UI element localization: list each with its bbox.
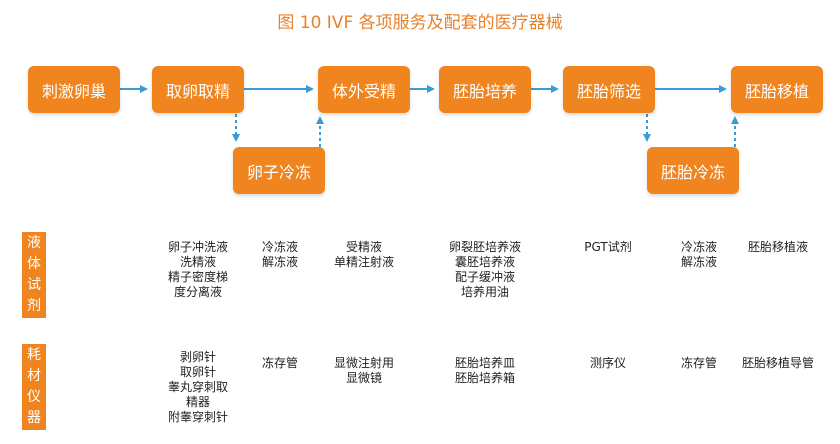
step-embryo-culture: 胚胎培养 [439,66,531,113]
step-embryo-transfer: 胚胎移植 [731,66,823,113]
liquid-cell-retrieval: 卵子冲洗液洗精液精子密度梯度分离液 [167,240,228,299]
step-stimulate-ovary: 刺激卵巢 [28,66,120,113]
step-in-vitro-fertilization: 体外受精 [318,66,410,113]
consumable-cell-egg-freezing: 冻存管 [261,356,298,370]
figure-title: 图 10 IVF 各项服务及配套的医疗器械 [277,13,563,33]
row-label-liquid-reagents: 液 体 试 剂 [22,232,46,318]
step-embryo-freezing: 胚胎冷冻 [647,147,739,194]
liquid-cell-screening: PGT试剂 [584,240,632,254]
consumable-cell-screening: 测序仪 [589,356,626,370]
consumable-cell-culture: 胚胎培养皿胚胎培养箱 [454,356,515,385]
liquid-cell-egg-freezing: 冷冻液解冻液 [261,240,298,269]
step-egg-freezing: 卵子冷冻 [233,147,325,194]
consumable-cell-retrieval: 剥卵针取卵针睾丸穿刺取精器附睾穿刺针 [167,350,228,424]
step-egg-sperm-retrieval: 取卵取精 [152,66,244,113]
step-embryo-screening: 胚胎筛选 [563,66,655,113]
liquid-cell-embryo-freezing: 冷冻液解冻液 [680,240,717,269]
row-label-consumables-instruments: 耗 材 仪 器 [22,344,46,430]
consumable-cell-fertilization: 显微注射用显微镜 [333,356,394,385]
liquid-cell-fertilization: 受精液单精注射液 [333,240,394,269]
liquid-cell-culture: 卵裂胚培养液囊胚培养液配子缓冲液培养用油 [448,240,521,299]
liquid-cell-transfer: 胚胎移植液 [747,240,808,254]
consumable-cell-transfer: 胚胎移植导管 [741,356,814,370]
consumable-cell-embryo-freezing: 冻存管 [680,356,717,370]
